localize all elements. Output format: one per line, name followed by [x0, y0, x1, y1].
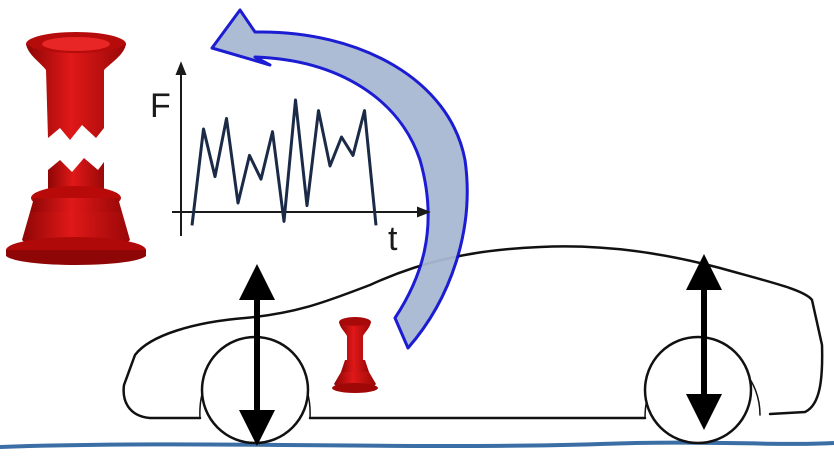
cracked-bushing-icon [6, 32, 146, 265]
x-axis-label: t [388, 220, 398, 258]
y-axis-label: F [150, 87, 171, 125]
force-time-plot: F t [150, 61, 431, 258]
force-signal-line [190, 98, 378, 226]
small-bushing-icon [332, 317, 378, 393]
road-line [0, 440, 834, 449]
rear-wheel [643, 335, 753, 445]
curved-return-arrow [210, 8, 469, 350]
